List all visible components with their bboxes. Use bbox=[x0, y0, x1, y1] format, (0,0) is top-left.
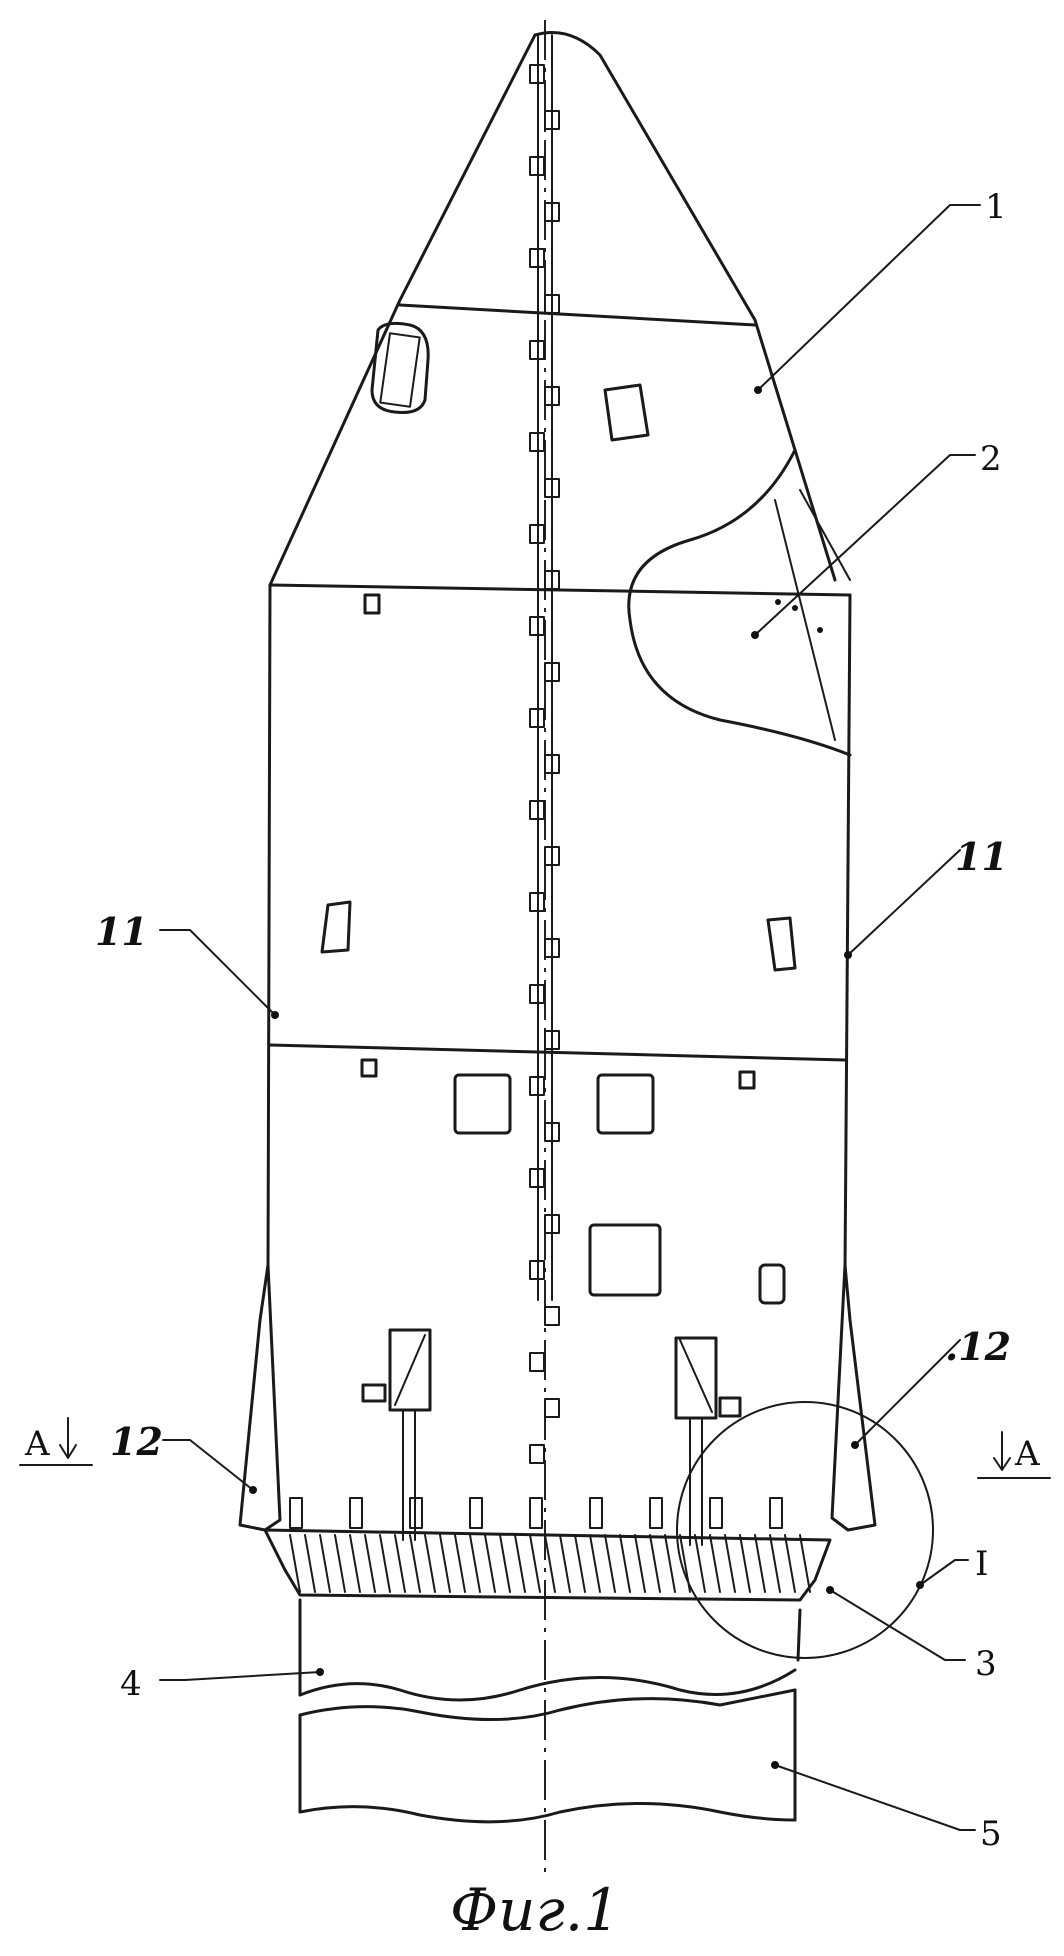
skirt-flare-right bbox=[832, 1265, 875, 1530]
ring-tooth bbox=[635, 1535, 645, 1592]
access-hatch-oval-inner bbox=[380, 333, 419, 406]
seam-lower bbox=[270, 1045, 845, 1060]
ring-tooth bbox=[470, 1535, 480, 1592]
hatch-small-3 bbox=[362, 1060, 376, 1076]
seam-latch bbox=[545, 1399, 559, 1417]
ring-tooth bbox=[740, 1535, 750, 1592]
ring-tooth bbox=[530, 1535, 540, 1592]
ring-tooth bbox=[725, 1535, 735, 1592]
ring-tooth bbox=[545, 1535, 555, 1592]
ring-tooth bbox=[605, 1535, 615, 1592]
ring-tooth bbox=[410, 1535, 420, 1592]
ring-bolt bbox=[530, 1498, 542, 1528]
ring-bolt bbox=[470, 1498, 482, 1528]
label-I: I bbox=[975, 1544, 988, 1584]
ring-tooth bbox=[455, 1535, 465, 1592]
ring-tooth bbox=[755, 1535, 765, 1592]
label-11-left: 11 bbox=[95, 909, 148, 954]
hatch-small-4 bbox=[740, 1072, 754, 1088]
ring-tooth bbox=[650, 1535, 660, 1592]
stage-4-break bbox=[300, 1670, 795, 1700]
stage-4-body bbox=[300, 1600, 800, 1695]
seam-latch bbox=[530, 1353, 544, 1371]
label-12-left: 12 bbox=[110, 1419, 163, 1464]
label-2: 2 bbox=[980, 439, 1002, 479]
ring-tooth bbox=[440, 1535, 450, 1592]
section-label-right: A bbox=[1014, 1434, 1040, 1474]
ring-tooth bbox=[365, 1535, 375, 1592]
label-5: 5 bbox=[980, 1814, 1002, 1854]
hatch-square-1 bbox=[455, 1075, 510, 1133]
ring-tooth bbox=[695, 1535, 705, 1592]
hatch-left-mid bbox=[322, 902, 350, 952]
ring-tooth bbox=[500, 1535, 510, 1592]
adapter-ring-teeth bbox=[290, 1498, 810, 1592]
ring-tooth bbox=[335, 1535, 345, 1592]
hatch-square-2 bbox=[598, 1075, 653, 1133]
actuator-right bbox=[676, 1338, 740, 1545]
hatch-small-1 bbox=[605, 385, 648, 440]
ring-bolt bbox=[290, 1498, 302, 1528]
label-3: 3 bbox=[975, 1644, 997, 1684]
seam-upper bbox=[400, 305, 755, 325]
label-1: 1 bbox=[985, 187, 1007, 227]
ring-tooth bbox=[485, 1535, 495, 1592]
ring-bolt bbox=[710, 1498, 722, 1528]
body-left-side bbox=[268, 585, 270, 1270]
hatch-right-mid bbox=[768, 918, 795, 970]
ring-bolt bbox=[350, 1498, 362, 1528]
body-right-side bbox=[845, 595, 850, 1270]
ring-tooth bbox=[380, 1535, 390, 1592]
label-11-right: 11 bbox=[955, 834, 1008, 879]
ring-tooth bbox=[305, 1535, 315, 1592]
ring-bolt bbox=[650, 1498, 662, 1528]
ring-bolt bbox=[770, 1498, 782, 1528]
ring-tooth bbox=[575, 1535, 585, 1592]
hatch-square-3 bbox=[590, 1225, 660, 1295]
ring-tooth bbox=[800, 1535, 810, 1592]
ring-tooth bbox=[395, 1535, 405, 1592]
cutaway-window bbox=[629, 450, 850, 755]
cutaway-inner-edge2 bbox=[800, 490, 850, 580]
ring-tooth bbox=[320, 1535, 330, 1592]
actuator-left bbox=[363, 1330, 430, 1540]
ring-tooth bbox=[350, 1535, 360, 1592]
figure-caption: Фиг.1 bbox=[450, 1876, 620, 1944]
ring-tooth bbox=[770, 1535, 780, 1592]
ring-bolt bbox=[590, 1498, 602, 1528]
seam-latch bbox=[530, 1445, 544, 1463]
ring-tooth bbox=[590, 1535, 600, 1592]
stage-5-bottom-break bbox=[300, 1804, 795, 1822]
detail-circle-I bbox=[677, 1402, 933, 1658]
ring-tooth bbox=[620, 1535, 630, 1592]
hatch-small-2 bbox=[365, 595, 379, 613]
skirt-flare-left bbox=[240, 1265, 280, 1530]
ring-tooth bbox=[425, 1535, 435, 1592]
stage-5-body bbox=[300, 1690, 795, 1820]
ring-tooth bbox=[710, 1535, 720, 1592]
ring-tooth bbox=[515, 1535, 525, 1592]
ring-tooth bbox=[665, 1535, 675, 1592]
label-12-right: .12 bbox=[945, 1324, 1011, 1369]
hatch-small-5 bbox=[760, 1265, 784, 1303]
ring-tooth bbox=[560, 1535, 570, 1592]
seam-latch bbox=[545, 1307, 559, 1325]
label-4: 4 bbox=[120, 1664, 142, 1704]
ring-tooth bbox=[785, 1535, 795, 1592]
section-label-left: A bbox=[24, 1424, 50, 1464]
